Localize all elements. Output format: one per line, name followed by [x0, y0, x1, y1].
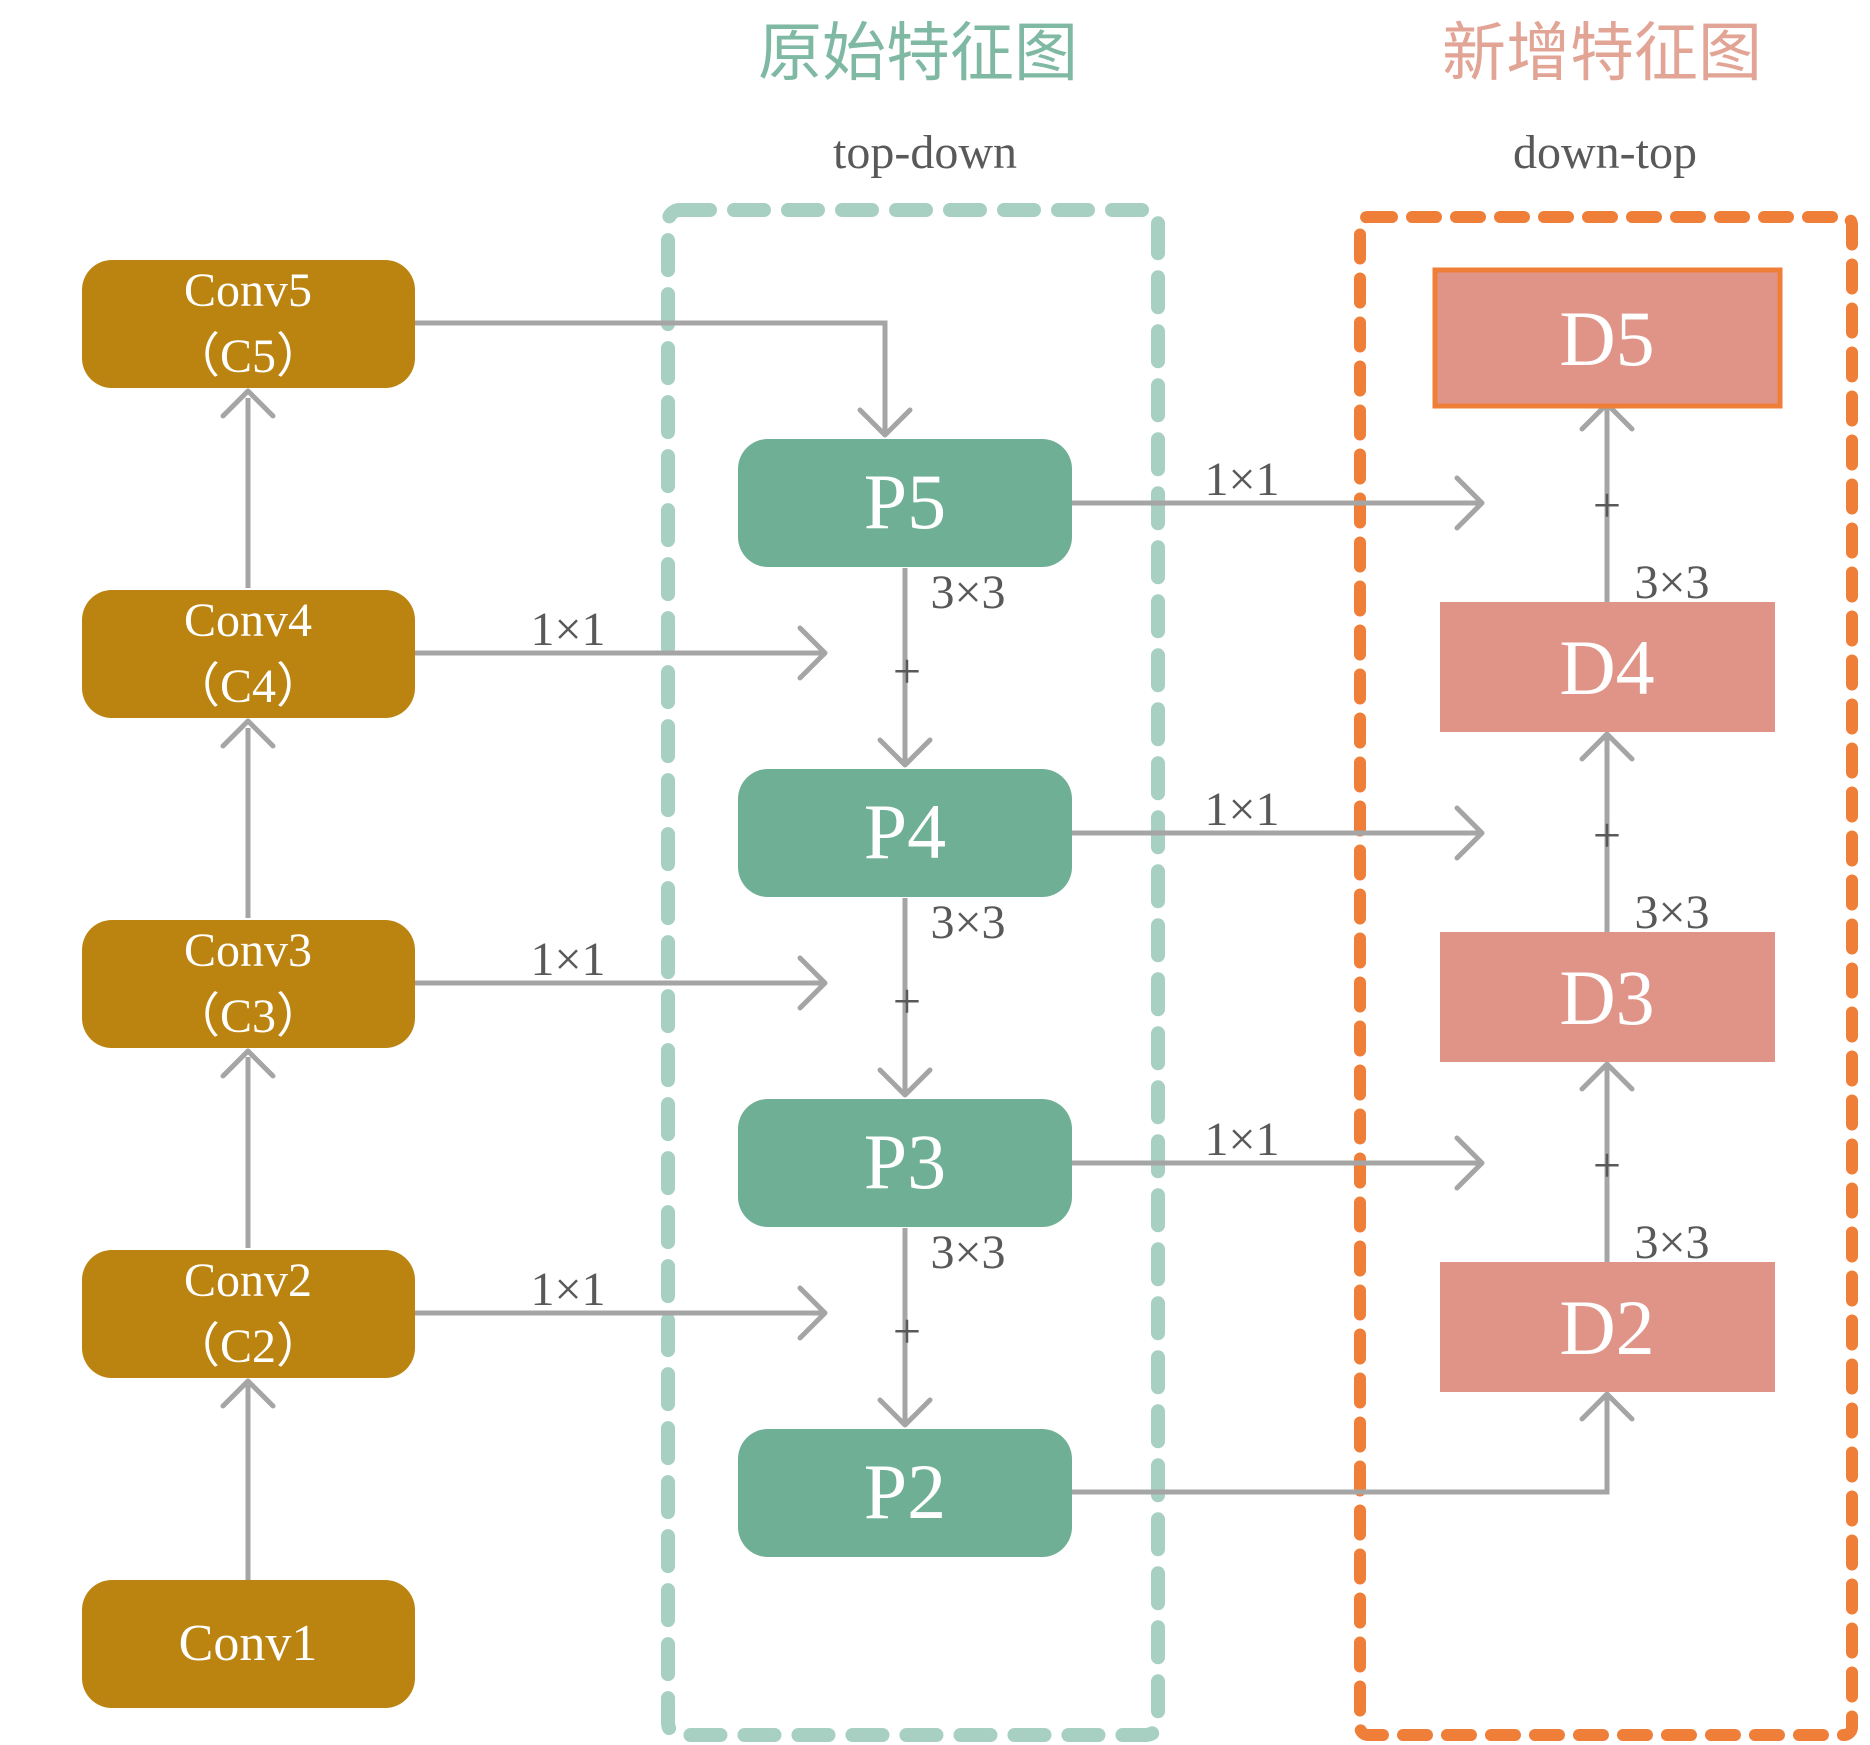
smooth-label-d3: 3×3 [1634, 886, 1709, 939]
arrowhead-up-d3 [1579, 1061, 1635, 1092]
d2-label: D2 [1559, 1284, 1654, 1371]
smooth-conv-labels: 3×3 3×3 3×3 3×3 3×3 3×3 [930, 556, 1709, 1279]
arrowhead-right-c3 [797, 955, 828, 1011]
conv5-sub-label: （C5） [172, 330, 324, 383]
arrowhead-right-p4 [1454, 805, 1485, 861]
lateral-label-p5: 1×1 [1204, 453, 1279, 506]
arrowhead-down-p4 [877, 737, 933, 768]
p5-node: P5 [738, 439, 1072, 567]
conv5-node: Conv5 （C5） [82, 260, 415, 388]
plus-signs: + + + + + + [893, 477, 1621, 1359]
p4-label: P4 [864, 788, 946, 875]
original-feature-map-title: 原始特征图 [758, 17, 1078, 91]
conv5-label: Conv5 [184, 264, 312, 317]
arrowhead-down-p3 [877, 1067, 933, 1098]
backbone-column: Conv5 （C5） Conv4 （C4） Conv3 （C3） Conv2 （… [82, 260, 415, 1708]
arrowhead-down-p2 [877, 1397, 933, 1428]
plus-sign-d3: + [1593, 1137, 1621, 1193]
lateral-label-c3: 1×1 [530, 933, 605, 986]
d4-label: D4 [1559, 624, 1654, 711]
conv3-node: Conv3 （C3） [82, 920, 415, 1048]
smooth-label-p4: 3×3 [930, 896, 1005, 949]
conv1-label: Conv1 [179, 1615, 318, 1672]
arrowhead-down-p5 [857, 407, 913, 438]
plus-sign-p2: + [893, 1303, 921, 1359]
conv2-label: Conv2 [184, 1254, 312, 1307]
conv2-node: Conv2 （C2） [82, 1250, 415, 1378]
p3-label: P3 [864, 1118, 946, 1205]
p5-label: P5 [864, 458, 946, 545]
arrowhead-right-p3 [1454, 1135, 1485, 1191]
arrowhead-up-d4 [1579, 731, 1635, 762]
arrowhead-up-conv5 [220, 388, 276, 419]
d5-label: D5 [1559, 295, 1654, 382]
conv3-label: Conv3 [184, 924, 312, 977]
arrowhead-up-conv4 [220, 718, 276, 749]
arrowhead-up-d2 [1579, 1391, 1635, 1422]
d3-label: D3 [1559, 954, 1654, 1041]
down-top-label: down-top [1513, 126, 1697, 179]
p4-node: P4 [738, 769, 1072, 897]
conv1-node: Conv1 [82, 1580, 415, 1708]
added-feature-map-title: 新增特征图 [1442, 17, 1762, 91]
top-down-column: P5 P4 P3 P2 [738, 439, 1072, 1557]
down-top-column: D5 D4 D3 D2 [1432, 267, 1783, 1392]
conv4-sub-label: （C4） [172, 660, 324, 713]
plus-sign-d5: + [1593, 477, 1621, 533]
conv4-label: Conv4 [184, 594, 312, 647]
top-down-label: top-down [833, 126, 1017, 179]
conv4-node: Conv4 （C4） [82, 590, 415, 718]
smooth-label-d4: 3×3 [1634, 556, 1709, 609]
p2-node: P2 [738, 1429, 1072, 1557]
d5-node: D5 [1432, 267, 1783, 409]
connections [245, 320, 1610, 1580]
p3-node: P3 [738, 1099, 1072, 1227]
p2-label: P2 [864, 1448, 946, 1535]
down-top-group-box [1354, 211, 1858, 1741]
conv3-sub-label: （C3） [172, 990, 324, 1043]
top-down-group-box [661, 203, 1165, 1742]
plus-sign-d4: + [1593, 807, 1621, 863]
arrow-c5-p5 [415, 320, 888, 436]
d4-node: D4 [1440, 602, 1775, 732]
d2-node: D2 [1440, 1262, 1775, 1392]
smooth-label-p5: 3×3 [930, 566, 1005, 619]
arrowhead-right-c4 [797, 625, 828, 681]
plus-sign-p4: + [893, 643, 921, 699]
d3-node: D3 [1440, 932, 1775, 1062]
lateral-label-c2: 1×1 [530, 1263, 605, 1316]
arrowhead-right-c2 [797, 1285, 828, 1341]
lateral-label-c4: 1×1 [530, 603, 605, 656]
smooth-label-d2: 3×3 [1634, 1216, 1709, 1269]
conv2-sub-label: （C2） [172, 1320, 324, 1373]
lateral-conv-labels: 1×1 1×1 1×1 1×1 1×1 1×1 [530, 453, 1279, 1316]
arrowhead-right-p5 [1454, 475, 1485, 531]
arrowhead-up-conv2 [220, 1378, 276, 1409]
lateral-label-p3: 1×1 [1204, 1113, 1279, 1166]
arrow-p2-d2 [1072, 1395, 1610, 1495]
lateral-label-p4: 1×1 [1204, 783, 1279, 836]
arrowhead-up-conv3 [220, 1048, 276, 1079]
plus-sign-p3: + [893, 973, 921, 1029]
smooth-label-p3: 3×3 [930, 1226, 1005, 1279]
